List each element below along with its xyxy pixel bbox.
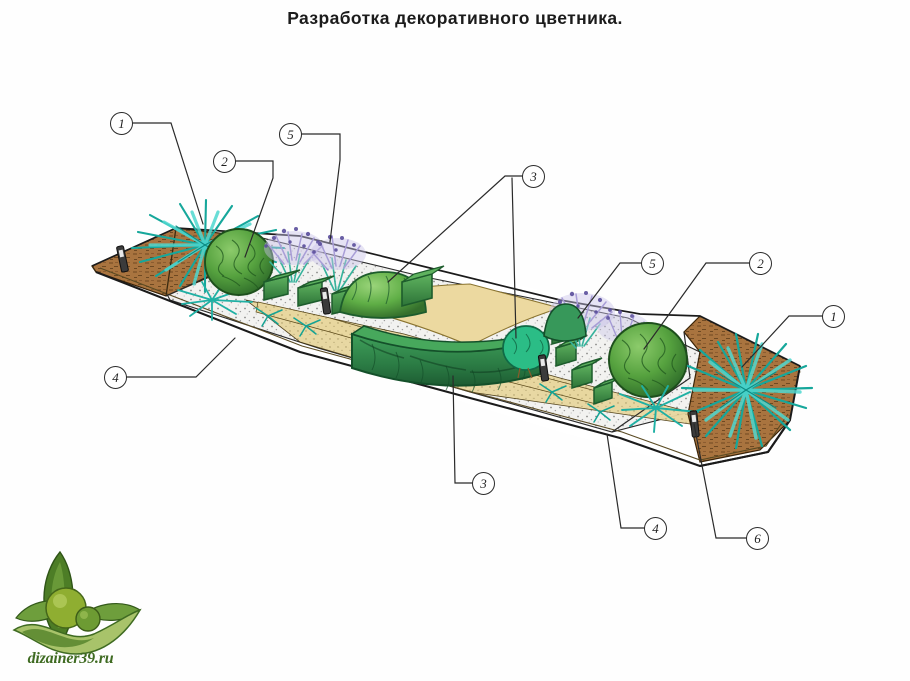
logo-sphere-small	[75, 606, 101, 632]
callout-leader-6	[693, 423, 747, 539]
page-title: Разработка декоративного цветника.	[287, 8, 623, 28]
callout-leader-3	[452, 375, 473, 484]
plant-group-centre	[338, 265, 623, 406]
callout-marker-1-c1l[interactable]: 1	[110, 112, 133, 135]
path-light-1	[116, 245, 129, 273]
logo-text: dizainer39.ru	[27, 650, 114, 667]
callout-marker-2-c2r[interactable]: 2	[749, 252, 772, 275]
callout-leader-lines	[126, 122, 823, 539]
plant-teal-ball-centre	[502, 325, 550, 379]
callout-marker-1-c1r[interactable]: 1	[822, 305, 845, 328]
plant-conifer-cone-right	[543, 303, 587, 342]
callout-leader-3	[387, 175, 523, 283]
callout-leader-5	[577, 262, 642, 319]
path-light-3	[537, 354, 550, 382]
callout-leader-5	[301, 133, 341, 243]
plant-groundcover-teal-left	[255, 307, 321, 337]
callout-marker-4-c4r[interactable]: 4	[644, 517, 667, 540]
callout-leader-2	[235, 160, 274, 258]
bed-edging-front-inner	[99, 267, 789, 461]
callout-leader-2	[643, 262, 750, 350]
plant-topiary-block-centre-right	[401, 265, 445, 308]
plant-group-left	[130, 198, 369, 337]
callout-leader-1	[132, 122, 204, 225]
callout-marker-6-c6r[interactable]: 6	[746, 527, 769, 550]
plant-group-right	[539, 291, 814, 450]
callout-marker-4-c4l[interactable]: 4	[104, 366, 127, 389]
plant-lavender-left	[264, 227, 366, 291]
logo-sphere-small-highlight	[80, 611, 88, 619]
plant-blue-conifer-small-right	[619, 385, 699, 433]
callout-leader-c3t2	[511, 177, 517, 339]
callout-marker-5-c5r[interactable]: 5	[641, 252, 664, 275]
callout-leader-1	[741, 315, 823, 368]
callout-marker-3-c3b[interactable]: 3	[472, 472, 495, 495]
callout-leader-4	[606, 433, 645, 529]
callout-marker-3-c3t[interactable]: 3	[522, 165, 545, 188]
dizainer39-logo[interactable]	[8, 538, 148, 676]
callout-marker-2-c2l[interactable]: 2	[213, 150, 236, 173]
plant-groundcover-teal-right	[539, 383, 615, 423]
logo-sphere-large-highlight	[53, 594, 67, 608]
callout-marker-5-c5l[interactable]: 5	[279, 123, 302, 146]
plant-blue-conifer-right	[680, 332, 814, 450]
bed-inner-division-right	[611, 331, 691, 433]
plant-boxwood-ball-right	[608, 322, 688, 398]
path-light-2	[319, 287, 332, 315]
logo-swoosh-shadow	[22, 628, 94, 648]
callout-leader-4	[126, 337, 236, 378]
plant-boxwood-ball-left	[204, 228, 274, 296]
